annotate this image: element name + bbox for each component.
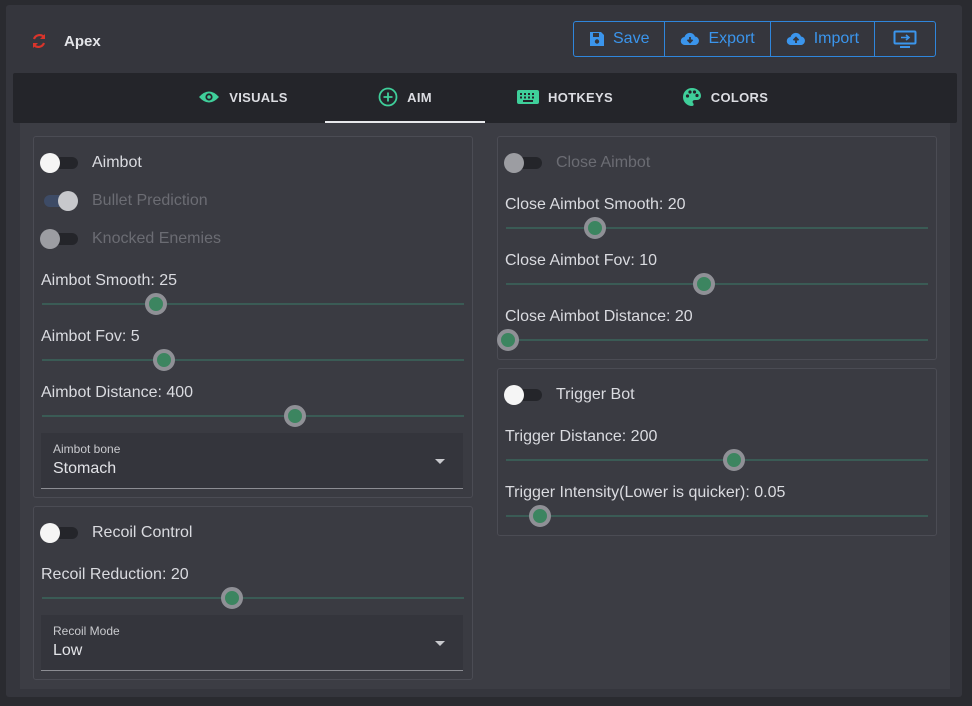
trigger-bot-card: Trigger Bot Trigger Distance: 200 Trigge… (497, 368, 937, 536)
recoil-label: Recoil Control (92, 524, 193, 541)
aimbot-fov-label: Aimbot Fov: 5 (41, 328, 140, 345)
aimbot-smooth-slider[interactable] (42, 293, 464, 315)
palette-icon (682, 87, 702, 107)
knocked-enemies-row: Knocked Enemies (40, 228, 221, 250)
bullet-prediction-row: Bullet Prediction (40, 190, 208, 212)
app-window: Apex Save Export Import (6, 5, 962, 697)
keyboard-icon (517, 90, 540, 104)
tab-visuals-label: VISUALS (229, 89, 288, 105)
close-aimbot-label: Close Aimbot (556, 154, 651, 171)
save-button[interactable]: Save (574, 22, 666, 56)
save-label: Save (613, 30, 650, 47)
monitor-swap-icon (893, 30, 917, 48)
aimbot-distance-slider[interactable] (42, 405, 464, 427)
aimbot-fov-knob[interactable] (153, 349, 176, 371)
aimbot-distance-label: Aimbot Distance: 400 (41, 384, 194, 401)
close-aimbot-fov-label: Close Aimbot Fov: 10 (505, 252, 658, 269)
close-aimbot-distance-label: Close Aimbot Distance: 20 (505, 308, 693, 325)
crosshair-plus-icon (378, 87, 398, 107)
recoil-mode-caption: Recoil Mode (53, 624, 120, 638)
recoil-reduction-slider[interactable] (42, 587, 464, 609)
export-label: Export (708, 30, 755, 47)
cloud-upload-icon (786, 31, 806, 47)
close-aimbot-switch[interactable] (504, 152, 542, 174)
import-label: Import (813, 30, 860, 47)
trigger-distance-knob[interactable] (722, 449, 745, 471)
tab-hotkeys[interactable]: HOTKEYS (485, 73, 645, 121)
aimbot-label: Aimbot (92, 154, 142, 171)
aimbot-card: Aimbot Bullet Prediction Knocked Enemies… (33, 136, 473, 498)
bullet-prediction-label: Bullet Prediction (92, 192, 208, 209)
recoil-card: Recoil Control Recoil Reduction: 20 Reco… (33, 506, 473, 680)
recoil-reduction-knob[interactable] (220, 587, 243, 609)
app-header: Apex (30, 32, 101, 50)
trigger-bot-label: Trigger Bot (556, 386, 635, 403)
trigger-distance-slider[interactable] (506, 449, 928, 471)
tab-aim-label: AIM (407, 89, 432, 105)
knocked-enemies-label: Knocked Enemies (92, 230, 221, 247)
aimbot-smooth-knob[interactable] (144, 293, 167, 315)
recoil-mode-value: Low (53, 642, 83, 659)
tab-visuals[interactable]: VISUALS (163, 73, 323, 121)
tab-aim[interactable]: AIM (325, 73, 485, 123)
close-aimbot-smooth-label: Close Aimbot Smooth: 20 (505, 196, 686, 213)
close-aimbot-smooth-knob[interactable] (583, 217, 606, 239)
recoil-mode-select[interactable]: Recoil Mode Low (41, 615, 463, 671)
aimbot-bone-caption: Aimbot bone (53, 442, 121, 456)
aimbot-bone-value: Stomach (53, 460, 117, 477)
close-aimbot-card: Close Aimbot Close Aimbot Smooth: 20 Clo… (497, 136, 937, 360)
tab-colors-label: COLORS (710, 89, 769, 105)
knocked-enemies-switch[interactable] (40, 228, 78, 250)
export-button[interactable]: Export (665, 22, 771, 56)
aimbot-fov-slider[interactable] (42, 349, 464, 371)
trigger-intensity-knob[interactable] (528, 505, 551, 527)
close-aimbot-distance-slider[interactable] (497, 329, 928, 351)
recoil-switch[interactable] (40, 522, 78, 544)
aimbot-bone-select[interactable]: Aimbot bone Stomach (41, 433, 463, 489)
tab-bar: VISUALS AIM HOTKEYS COLORS (13, 73, 957, 123)
close-aimbot-toggle-row: Close Aimbot (504, 152, 650, 174)
tab-hotkeys-label: HOTKEYS (548, 89, 613, 105)
aimbot-distance-knob[interactable] (284, 405, 307, 427)
trigger-intensity-label: Trigger Intensity(Lower is quicker): 0.0… (505, 484, 786, 501)
eye-icon (198, 90, 220, 104)
close-aimbot-smooth-slider[interactable] (506, 217, 928, 239)
toolbar: Save Export Import (573, 21, 937, 57)
recoil-reduction-label: Recoil Reduction: 20 (41, 566, 189, 583)
tab-colors[interactable]: COLORS (645, 73, 805, 121)
aimbot-toggle-row: Aimbot (40, 152, 142, 174)
import-button[interactable]: Import (771, 22, 876, 56)
trigger-bot-switch[interactable] (504, 384, 542, 406)
aim-panel: Aimbot Bullet Prediction Knocked Enemies… (20, 123, 950, 689)
recoil-toggle-row: Recoil Control (40, 522, 192, 544)
display-button[interactable] (875, 22, 935, 56)
chevron-down-icon (435, 459, 445, 464)
floppy-disk-icon (589, 31, 605, 47)
close-aimbot-fov-slider[interactable] (506, 273, 928, 295)
aimbot-switch[interactable] (40, 152, 78, 174)
trigger-intensity-slider[interactable] (506, 505, 928, 527)
trigger-distance-label: Trigger Distance: 200 (505, 428, 658, 445)
cloud-download-icon (680, 31, 700, 47)
trigger-bot-toggle-row: Trigger Bot (504, 384, 635, 406)
app-title: Apex (64, 32, 101, 50)
refresh-logo-icon (30, 32, 48, 50)
aimbot-smooth-label: Aimbot Smooth: 25 (41, 272, 178, 289)
close-aimbot-distance-knob[interactable] (497, 329, 520, 351)
close-aimbot-fov-knob[interactable] (693, 273, 716, 295)
chevron-down-icon (435, 641, 445, 646)
bullet-prediction-switch[interactable] (40, 190, 78, 212)
